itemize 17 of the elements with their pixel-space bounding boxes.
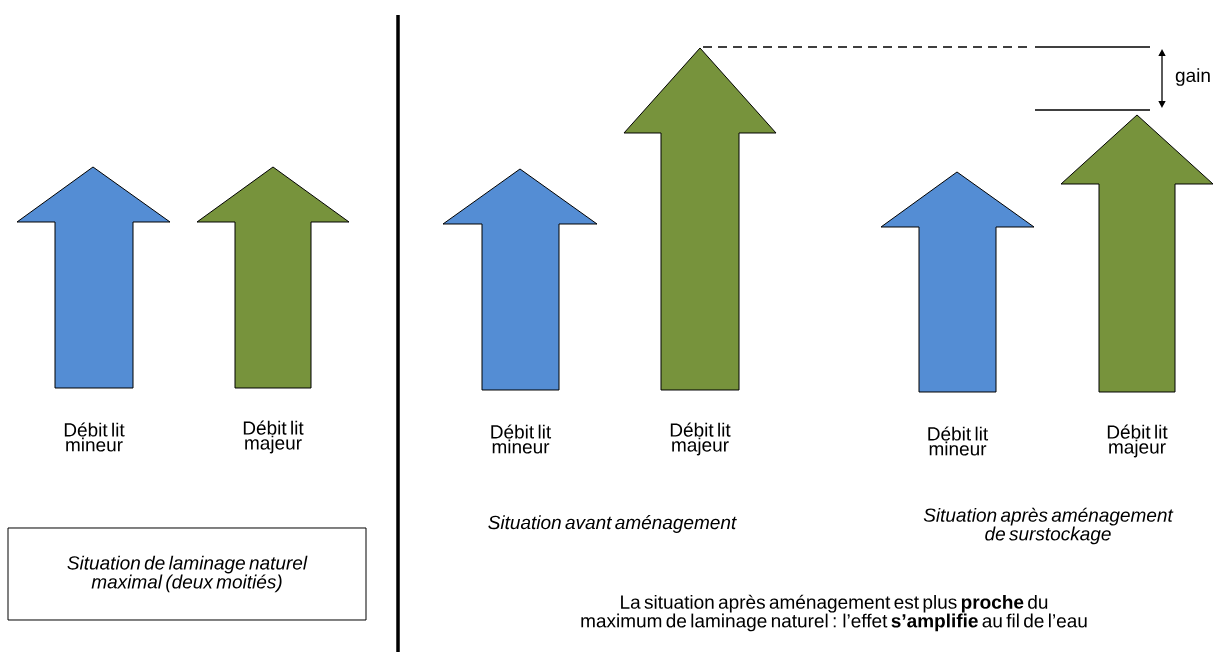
note: La situation après aménagement est plus proche du maximum de laminage naturel : l’effet s’amplifie au fil de l’eau bbox=[581, 594, 1087, 632]
up-arrow bbox=[880, 171, 1035, 393]
arrow-label: Débit lit majeur bbox=[1107, 424, 1168, 458]
up-arrow bbox=[196, 166, 350, 389]
up-arrow bbox=[623, 47, 777, 391]
arrow-label: Débit lit mineur bbox=[928, 426, 989, 456]
up-arrow bbox=[442, 168, 598, 391]
arrow-label: Débit lit majeur bbox=[243, 420, 304, 454]
caption: Situation avant aménagement bbox=[488, 515, 737, 533]
arrow-label: Débit lit majeur bbox=[670, 422, 731, 456]
dimension-label: gain bbox=[1175, 68, 1210, 86]
arrow-label: Débit lit mineur bbox=[491, 424, 552, 454]
text-box: Situation de laminage naturel maximal (deux moitiés) bbox=[7, 527, 367, 621]
up-arrow bbox=[16, 166, 171, 389]
arrow-label: Débit lit mineur bbox=[64, 422, 125, 452]
up-arrow bbox=[1060, 114, 1214, 393]
caption: Situation après aménagement de surstockage bbox=[923, 507, 1174, 545]
